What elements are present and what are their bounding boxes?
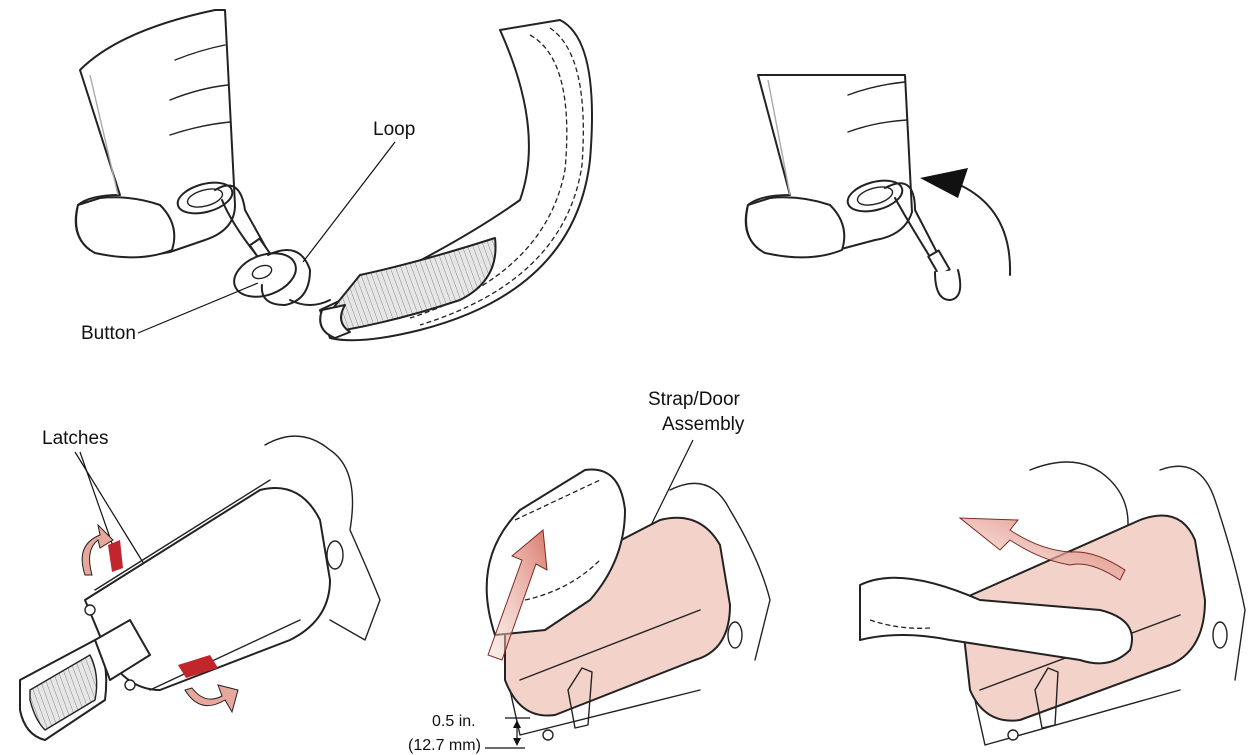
latches-label: Latches: [42, 428, 109, 449]
panel-strap-door: [485, 470, 770, 749]
panel-remove-door: [860, 462, 1245, 745]
strap-door-label-line1: Strap/Door: [648, 389, 741, 410]
strap-door-label-line2: Assembly: [662, 414, 745, 435]
cord-loop: [935, 270, 960, 300]
button-label: Button: [81, 323, 136, 344]
dimension-mm: (12.7 mm): [408, 737, 481, 754]
panel-loop-rotation: [746, 75, 1010, 300]
panel-strap-attached: [76, 10, 592, 340]
panel-latches: [20, 436, 380, 740]
loop-label: Loop: [373, 119, 415, 140]
latch-top: [108, 540, 123, 572]
button-leader-line: [138, 283, 258, 333]
loop-leader-line: [303, 142, 395, 262]
rotation-arrow: [960, 185, 1010, 275]
dimension-inches: 0.5 in.: [432, 713, 476, 730]
latch-bottom-arrow: [185, 685, 238, 712]
